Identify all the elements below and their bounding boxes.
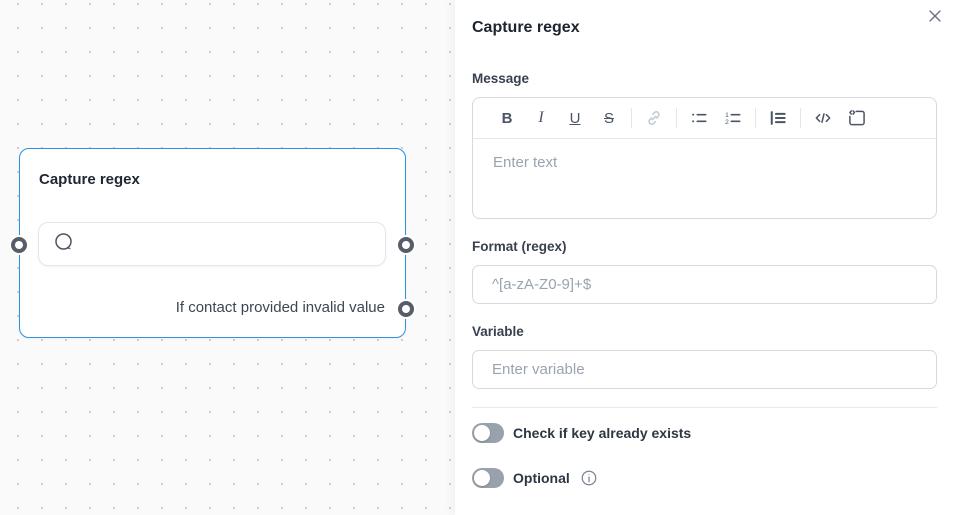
check-key-row: Check if key already exists: [472, 423, 691, 443]
blockquote-button[interactable]: [766, 106, 790, 130]
invalid-branch-port[interactable]: [398, 301, 414, 317]
chat-bubble-icon: [53, 231, 75, 258]
link-button[interactable]: [642, 106, 666, 130]
code-button[interactable]: [811, 106, 835, 130]
node-message-box[interactable]: [38, 222, 386, 266]
link-icon: [644, 108, 664, 128]
section-divider: [472, 407, 937, 408]
blockquote-icon: [768, 108, 788, 128]
toolbar-divider: [755, 108, 756, 128]
toolbar-divider: [631, 108, 632, 128]
rich-text-toolbar: B I U S: [473, 98, 936, 139]
check-key-toggle[interactable]: [472, 423, 504, 443]
underline-button[interactable]: U: [563, 106, 587, 130]
message-editor: B I U S: [472, 97, 937, 219]
node-settings-panel: Capture regex Message B I U S: [455, 0, 956, 515]
check-key-label: Check if key already exists: [513, 425, 692, 441]
output-port[interactable]: [398, 237, 414, 253]
svg-text:2: 2: [725, 119, 729, 126]
node-branch-label: If contact provided invalid value: [175, 299, 385, 316]
input-port[interactable]: [11, 237, 27, 253]
info-icon[interactable]: [580, 469, 598, 487]
toolbar-divider: [676, 108, 677, 128]
strikethrough-button[interactable]: S: [597, 106, 621, 130]
bullet-list-icon: [689, 108, 709, 128]
toggle-knob: [474, 425, 490, 441]
toolbar-divider: [800, 108, 801, 128]
ordered-list-button[interactable]: 1 2: [721, 106, 745, 130]
variable-label: Variable: [472, 324, 524, 339]
toggle-knob: [474, 470, 490, 486]
code-icon: [813, 108, 833, 128]
bullet-list-button[interactable]: [687, 106, 711, 130]
close-button[interactable]: [925, 7, 945, 27]
node-title: Capture regex: [39, 171, 140, 188]
variable-input[interactable]: [472, 350, 937, 389]
svg-text:1: 1: [725, 112, 729, 119]
ordered-list-icon: 1 2: [723, 108, 743, 128]
optional-row: Optional: [472, 468, 598, 488]
message-textarea[interactable]: [473, 139, 936, 217]
code-block-button[interactable]: [845, 106, 869, 130]
close-icon: [927, 8, 943, 27]
flow-canvas[interactable]: Capture regex If contact provided invali…: [0, 0, 455, 515]
optional-toggle[interactable]: [472, 468, 504, 488]
bold-button[interactable]: B: [495, 106, 519, 130]
code-block-icon: [847, 108, 867, 128]
italic-button[interactable]: I: [529, 106, 553, 130]
optional-label: Optional: [513, 470, 570, 486]
panel-title: Capture regex: [472, 19, 580, 36]
message-label: Message: [472, 71, 530, 86]
format-label: Format (regex): [472, 239, 567, 254]
format-input[interactable]: [472, 265, 937, 304]
capture-regex-node[interactable]: Capture regex If contact provided invali…: [19, 148, 406, 338]
